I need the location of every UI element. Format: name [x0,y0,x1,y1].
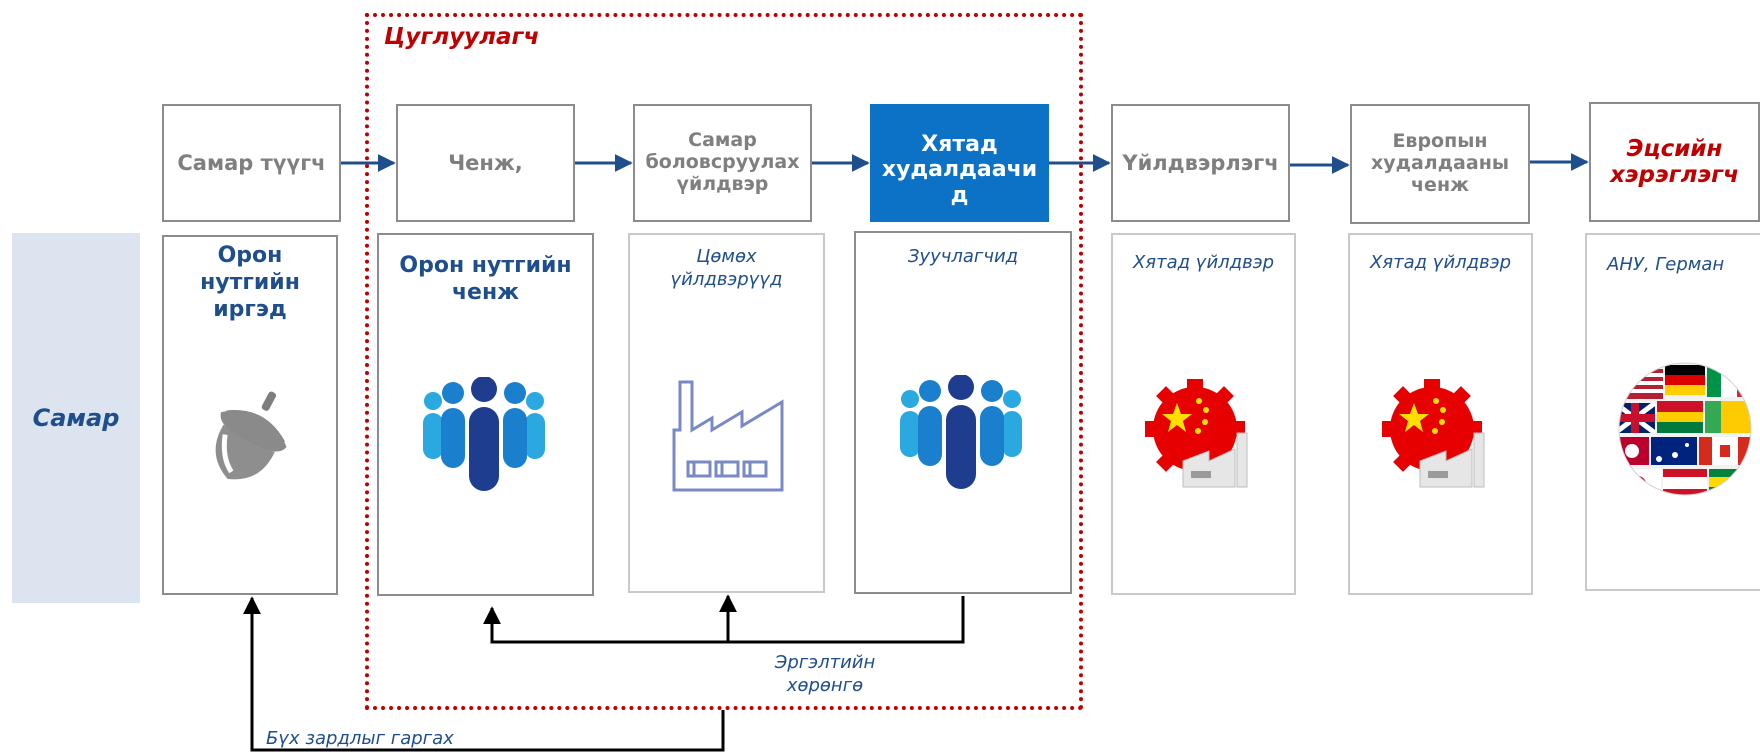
panel-title: Хятад үйлдвэр [1369,252,1512,273]
collector-group-label: Цуглуулагч [384,24,540,50]
stage-chinese-trader: Хятад худалдаачи д [870,104,1049,222]
row-label: Самар [32,404,120,432]
all-costs-line [243,596,725,752]
panel-intermediaries: Зуучлагчид [854,231,1072,594]
stage-european-trade-change: Европын худалдааны ченж [1350,104,1530,224]
people-group-icon [900,375,1022,489]
china-factory-gear-icon [1145,379,1248,488]
china-factory-gear-icon [1382,379,1485,488]
stage-change: Ченж, [396,104,575,222]
stage-processing-plant: Самар боловсруулах үйлдвэр [633,104,812,222]
panel-local-change: Орон нутгийн ченж [377,233,594,596]
panel-local-residents: Орон нутгийн иргэд [162,235,338,595]
panel-title: Зуучлагчид [907,246,1019,267]
panel-title: АНУ, Герман [1607,254,1725,275]
acorn-icon [215,391,287,480]
people-group-icon [423,377,545,491]
panel-usa-germany: АНУ, Герман [1585,233,1760,591]
stage-nut-picker: Самар түүгч [162,104,341,222]
panel-chinese-factory-2: Хятад үйлдвэр [1348,233,1533,595]
factory-icon [672,380,784,492]
stage-producer: Үйлдвэрлэгч [1111,104,1290,222]
panel-title: Цөмөх үйлдвэрүүд [670,246,783,291]
working-capital-note: Эргэлтийн хөрөнгө [774,652,876,696]
flag-globe-icon [1618,362,1752,496]
stage-end-consumer: Эцсийн хэрэглэгч [1589,102,1760,222]
collector-group-border [365,13,1083,710]
panel-title: Орон нутгийн ченж [399,253,572,305]
panel-title: Хятад үйлдвэр [1132,252,1275,273]
row-label-box: Самар [12,233,140,603]
panel-chinese-factory-1: Хятад үйлдвэр [1111,233,1296,595]
panel-shell-plants: Цөмөх үйлдвэрүүд [628,233,825,593]
all-costs-note: Бүх зардлыг гаргах [266,728,454,749]
panel-title: Орон нутгийн иргэд [200,243,300,322]
